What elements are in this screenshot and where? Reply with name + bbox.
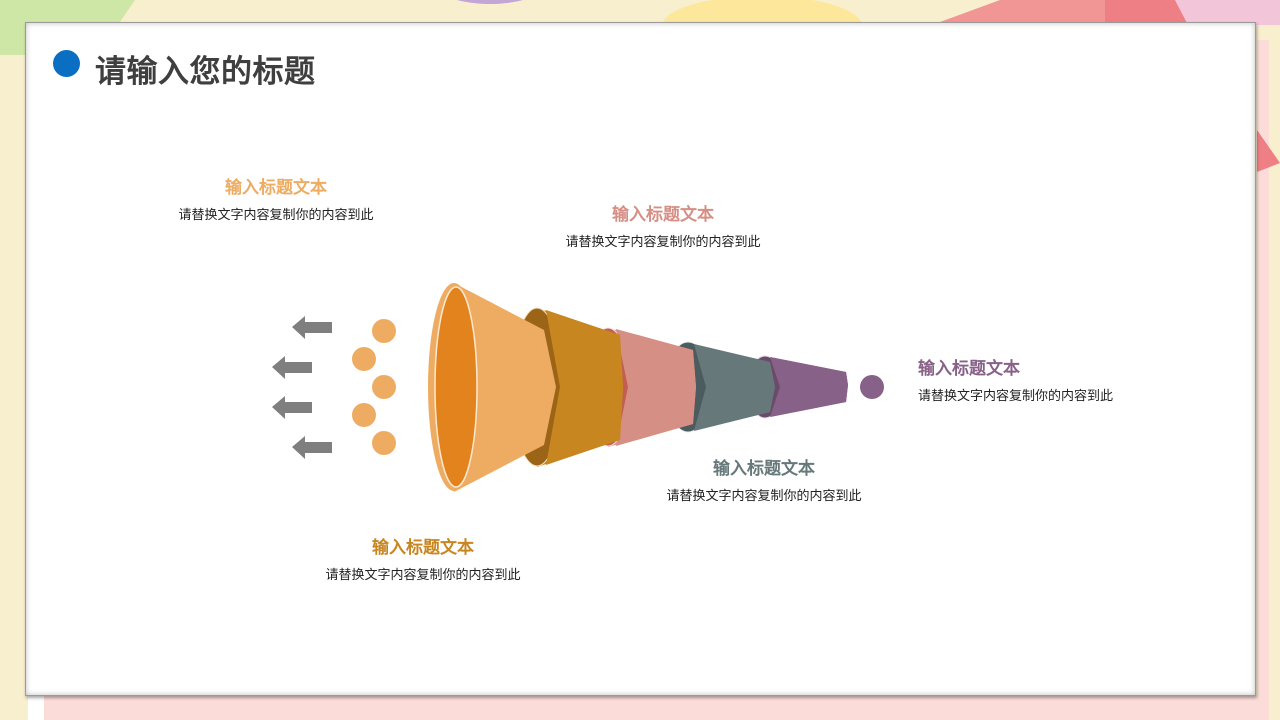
label-body: 请替换文字内容复制你的内容到此: [325, 568, 521, 583]
arrow-icons: [272, 316, 332, 459]
input-dots: [352, 319, 396, 455]
pink-triangle-shape: [1257, 130, 1280, 172]
label-stage-5: 输入标题文本 请替换文字内容复制你的内容到此: [918, 358, 1128, 406]
funnel-stage-1: [428, 283, 556, 492]
arrow-left-icon: [292, 316, 332, 339]
title-bullet-icon: [53, 50, 80, 77]
arrow-left-icon: [272, 356, 312, 379]
lavender-corner-shape: [1175, 0, 1280, 25]
label-stage-3: 输入标题文本 请替换文字内容复制你的内容到此: [563, 204, 763, 252]
label-heading: 输入标题文本: [372, 538, 474, 558]
purple-ellipse-shape: [456, 0, 524, 4]
label-body: 请替换文字内容复制你的内容到此: [918, 389, 1114, 404]
label-heading: 输入标题文本: [713, 459, 815, 479]
arrow-left-icon: [292, 436, 332, 459]
pink-polygon-shape: [940, 0, 1110, 22]
label-body: 请替换文字内容复制你的内容到此: [178, 208, 374, 223]
label-body: 请替换文字内容复制你的内容到此: [666, 489, 862, 504]
label-stage-4: 输入标题文本 请替换文字内容复制你的内容到此: [664, 458, 864, 506]
label-body: 请替换文字内容复制你的内容到此: [565, 235, 761, 250]
label-stage-2: 输入标题文本 请替换文字内容复制你的内容到此: [323, 537, 523, 585]
arrow-left-icon: [272, 396, 312, 419]
label-heading: 输入标题文本: [612, 205, 714, 225]
label-stage-1: 输入标题文本 请替换文字内容复制你的内容到此: [176, 177, 376, 225]
slide-title: 请输入您的标题: [95, 54, 316, 90]
label-heading: 输入标题文本: [225, 178, 327, 198]
label-heading: 输入标题文本: [918, 359, 1020, 379]
output-dot: [860, 375, 884, 399]
green-corner-shape: [0, 0, 135, 55]
